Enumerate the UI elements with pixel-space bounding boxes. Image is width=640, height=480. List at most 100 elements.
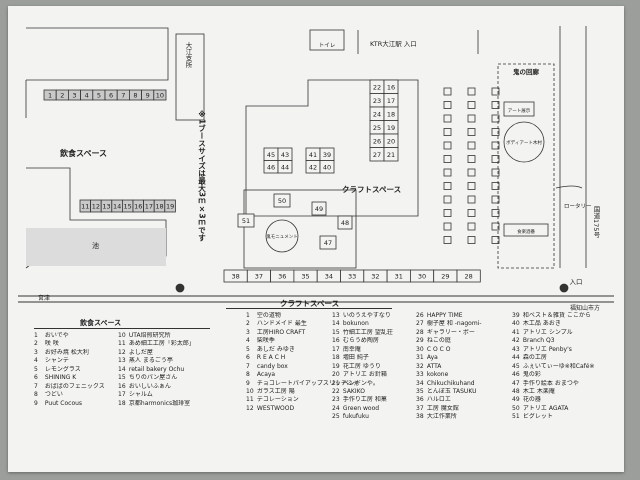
legend-item: 40 木工品 あおき — [512, 320, 594, 328]
legend-item: 51 ビグレット — [512, 413, 594, 421]
legend-item-number: 16 — [332, 337, 340, 345]
legend-item: 36 ハルロエ — [416, 396, 482, 404]
booth-34: 34 — [316, 269, 341, 283]
booth-19: 19 — [383, 120, 399, 135]
booth-31: 31 — [386, 269, 411, 283]
legend-item: 14 bokunon — [332, 320, 393, 328]
booth-box — [337, 215, 353, 230]
booth-number: 39 — [323, 151, 331, 159]
stall-square — [467, 195, 476, 204]
booth-number: 8 — [133, 92, 137, 100]
legend-item-name: とんぼ玉 TASUKU — [425, 387, 477, 395]
booth-number: 32 — [371, 273, 379, 281]
booth-number: 16 — [134, 203, 142, 211]
legend-item-number: 14 — [118, 365, 126, 373]
legend-item-name: ガラス工房 陽 — [255, 387, 295, 395]
stall-square — [491, 222, 500, 231]
booth-box — [383, 147, 399, 162]
booth-box — [456, 269, 481, 283]
food-booth-19: 19 — [164, 199, 176, 213]
legend-item: 8 つどい — [34, 391, 105, 399]
booth-number: 30 — [418, 273, 426, 281]
legend-item: 10 ガラス工房 陽 — [246, 388, 359, 396]
legend-item: 19 花工房 ゆうり — [332, 363, 393, 371]
legend-item-name: 木工 木楽庵 — [521, 387, 555, 395]
food-stall-box — [503, 223, 549, 237]
booth-number: 11 — [81, 203, 89, 211]
legend-item-name: WESTWOOD — [255, 404, 295, 412]
road-building-outline — [175, 33, 205, 121]
booth-number: 44 — [281, 163, 289, 171]
booth-26: 26 — [369, 133, 385, 148]
legend-item-name: Green wood — [341, 404, 380, 412]
legend-item-name: おいしいふぁん — [127, 382, 171, 390]
stall-square — [491, 155, 500, 163]
legend-item-number: 3 — [246, 328, 250, 336]
legend-item-number: 9 — [34, 399, 38, 407]
legend-item: 28 ギャラリー・ポー — [416, 329, 482, 337]
booth-42: 42 — [305, 160, 321, 174]
legend-item-name: あめ細工工房「彩太郎」 — [127, 340, 195, 348]
food-booth-15: 15 — [122, 199, 134, 213]
legend-item: 21 ペンギンや。 — [332, 380, 393, 388]
legend-item-number: 37 — [416, 404, 424, 412]
booth-number: 28 — [465, 273, 473, 281]
booth-24: 24 — [369, 106, 385, 121]
booth-box — [153, 89, 167, 101]
legend-item: 4 柴咲季 — [246, 337, 359, 345]
stall-square — [467, 128, 476, 136]
stall-square — [491, 114, 500, 123]
booth-box — [237, 213, 255, 228]
legend-item: 14 retail bakery Ochu — [118, 366, 195, 374]
booth-number: 2 — [60, 92, 64, 100]
food-booth-18: 18 — [153, 199, 166, 213]
legend-item-name: 大江作業所 — [425, 413, 457, 421]
road-marker-icon — [175, 283, 185, 293]
booth-number: 1 — [48, 92, 52, 100]
oni-corridor-label: 鬼の回廊 — [513, 67, 540, 76]
legend-item-number: 3 — [34, 348, 38, 356]
booth-number: 25 — [373, 124, 381, 132]
legend-item: 5 あしだ みゆき — [246, 346, 359, 354]
booth-35: 35 — [293, 269, 318, 283]
legend-item-number: 29 — [416, 337, 424, 345]
legend-item-name: UTA焙煎研究所 — [127, 332, 171, 339]
legend-item-name: 空の道物 — [255, 312, 281, 319]
booth-number: 47 — [324, 239, 332, 247]
legend-item-name: Branch Q3 — [521, 337, 555, 345]
legend-item-name: 竹細工工房 望乱荘 — [341, 328, 393, 336]
legend-item-number: 17 — [332, 345, 340, 353]
legend-item-number: 6 — [246, 354, 250, 362]
booth-number: 49 — [315, 205, 323, 213]
legend-item: 2 咲 咲 — [34, 340, 105, 348]
legend-item-number: 14 — [332, 320, 340, 328]
legend-item-name: 鬼の彩 — [521, 371, 541, 379]
booth-number: 20 — [387, 137, 395, 145]
legend-item-number: 15 — [332, 328, 340, 336]
food-booth-2: 2 — [55, 89, 69, 101]
legend-item-name: シャンテ — [43, 357, 69, 365]
booth-box — [273, 193, 291, 208]
stall-square — [443, 182, 452, 190]
legend-item: 50 アトリエ AGATA — [512, 405, 594, 413]
stall-square — [467, 155, 476, 163]
legend-item: 9 チョコレートパイアップスリッチふぇ — [246, 380, 359, 388]
stall-square — [491, 195, 500, 204]
stall-square — [491, 168, 500, 177]
art-exhibit-label: アート展示 — [508, 108, 531, 114]
legend-item: 35 とんぼ玉 TASUKU — [416, 388, 482, 396]
booth-20: 20 — [383, 133, 399, 148]
booth-number: 36 — [278, 273, 286, 281]
legend-item-name: bokunon — [341, 320, 369, 328]
legend-item: 48 木工 木楽庵 — [512, 388, 594, 396]
legend-item-name: お好み焼 松大利 — [43, 348, 89, 356]
legend-item-name: 樹子屋 和 -nagomi- — [425, 320, 482, 328]
legend-item: 10 UTA焙煎研究所 — [118, 332, 195, 340]
legend-item: 47 手作り絵本 おまつや — [512, 380, 594, 388]
booth-39: 39 — [319, 147, 335, 161]
road-label: 大江支所 — [184, 41, 192, 70]
stall-square — [491, 128, 500, 136]
legend-item-name: Acaya — [255, 371, 276, 379]
booth-37: 37 — [246, 269, 272, 283]
